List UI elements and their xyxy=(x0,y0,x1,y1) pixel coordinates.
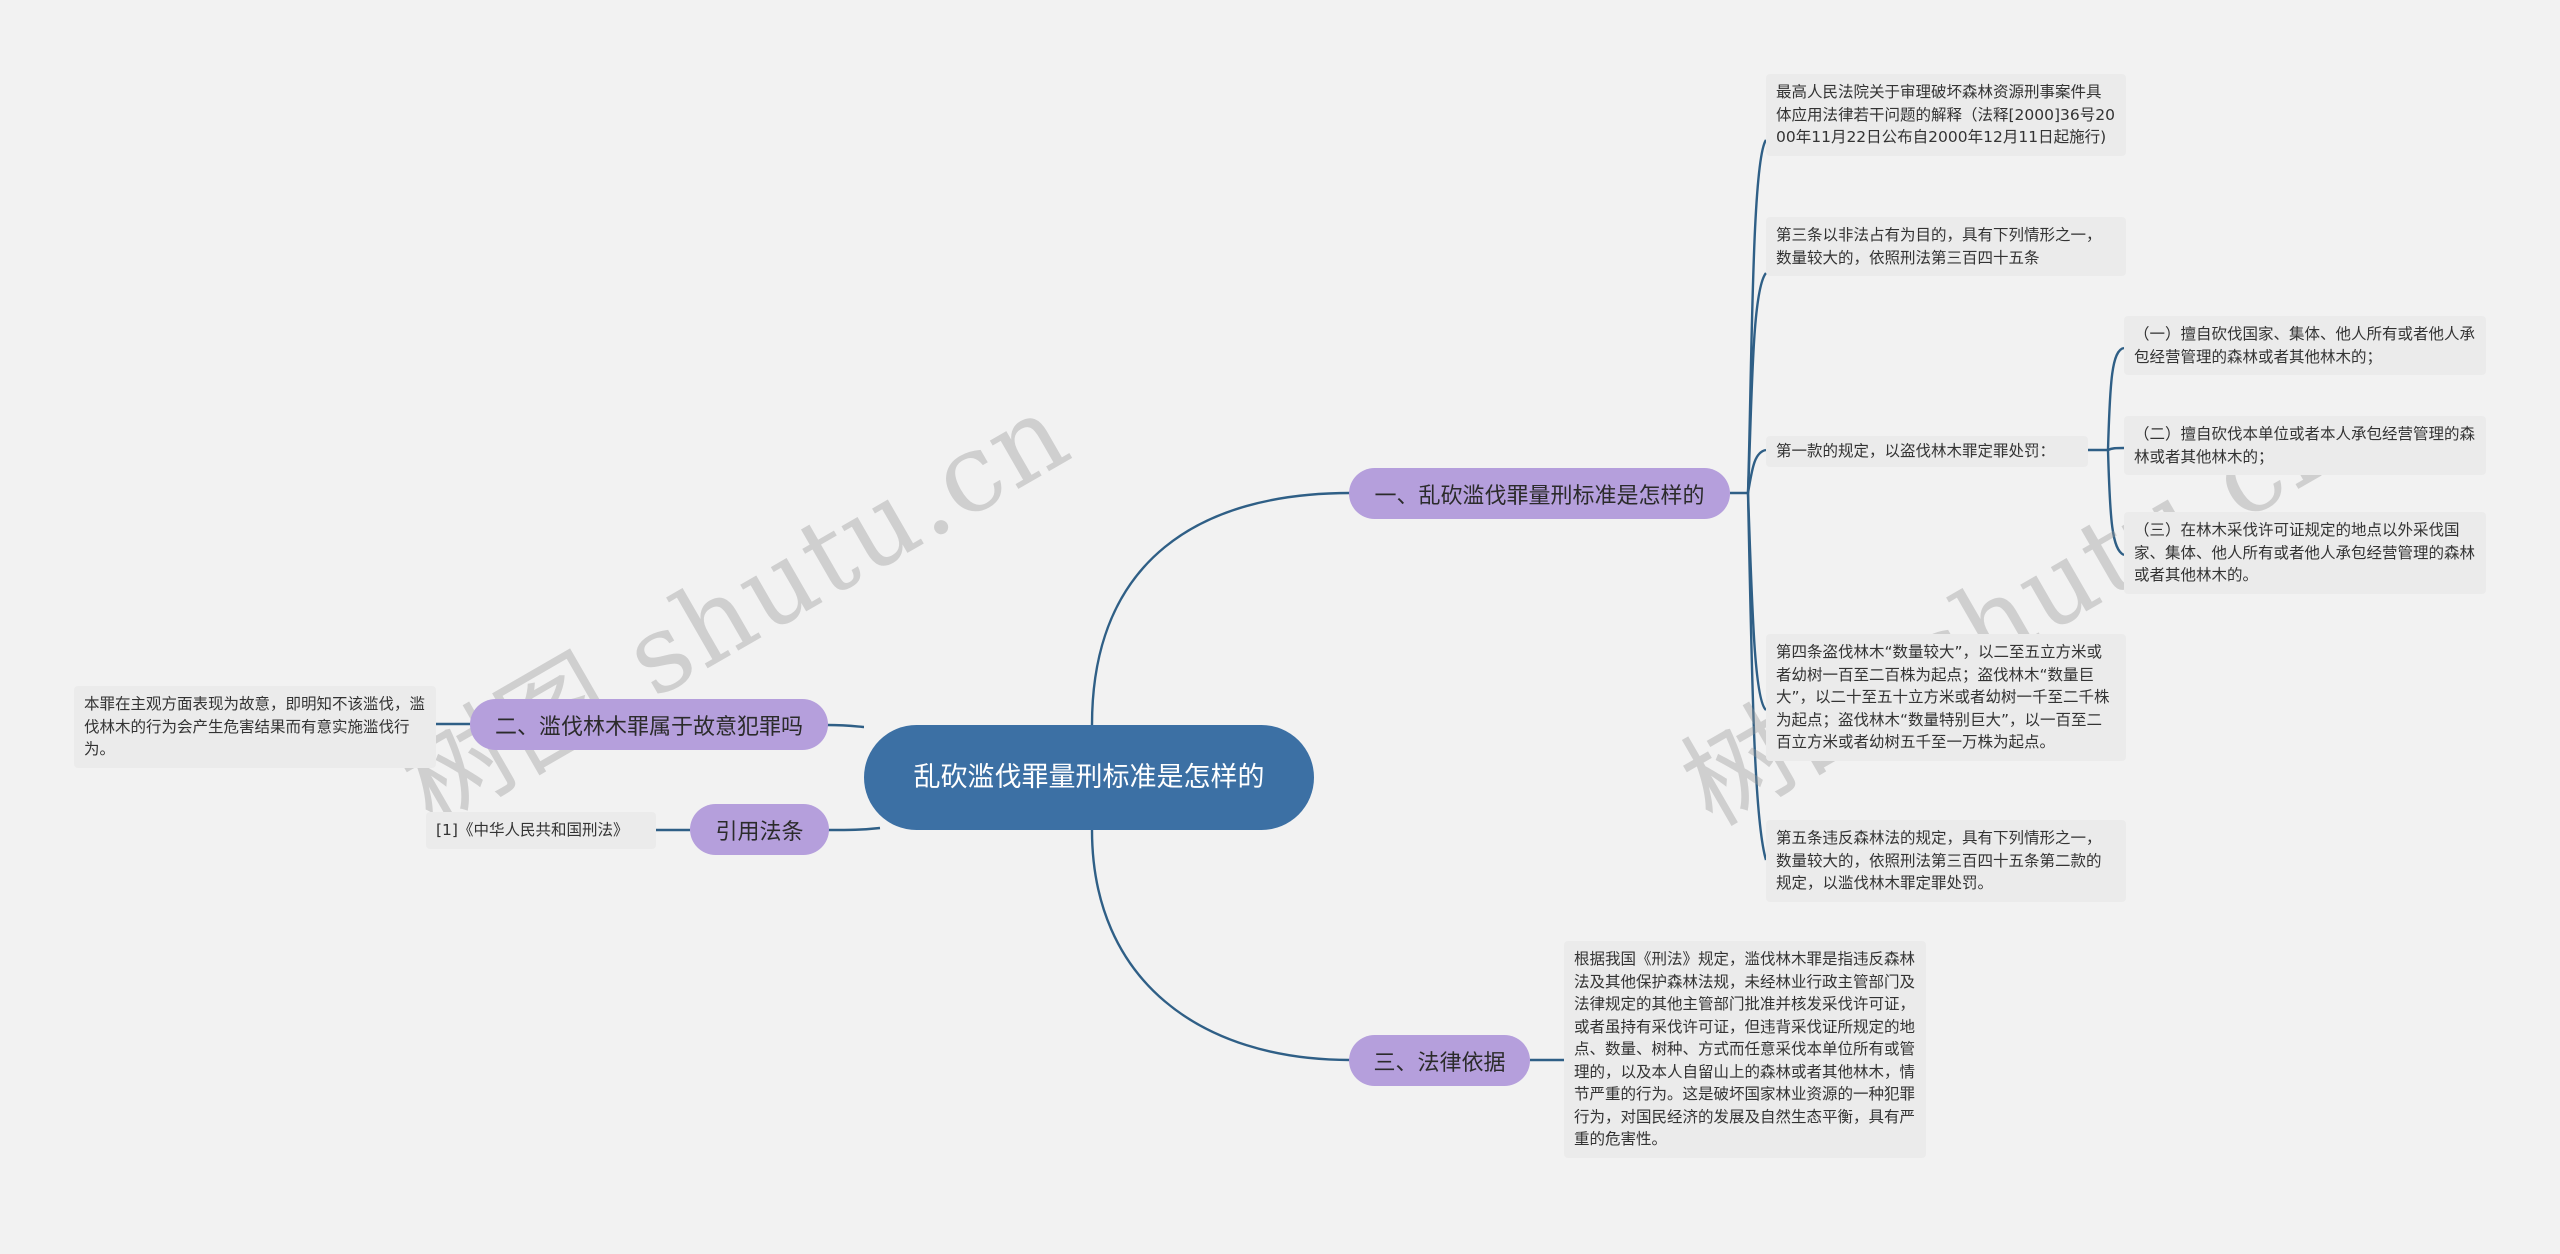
link-root-b1 xyxy=(1090,491,1351,726)
link-clause1-c2 xyxy=(2107,446,2125,452)
leaf-clause-1-item-3[interactable]: （三）在林木采伐许可证规定的地点以外采伐国家、集体、他人所有或者他人承包经营管理… xyxy=(2124,512,2486,594)
leaf-intentional-explanation[interactable]: 本罪在主观方面表现为故意，即明知不该滥伐，滥伐林木的行为会产生危害结果而有意实施… xyxy=(74,686,436,768)
leaf-article-3[interactable]: 第三条以非法占有为目的，具有下列情形之一，数量较大的，依照刑法第三百四十五条 xyxy=(1766,217,2126,276)
link-b1-art3 xyxy=(1746,272,1767,494)
link-b1-clause1 xyxy=(1746,448,1767,494)
link-clause1-c1 xyxy=(2106,346,2125,451)
link-root-b2 xyxy=(826,723,865,729)
link-root-b3 xyxy=(826,826,881,832)
leaf-clause-1-item-1[interactable]: （一）擅自砍伐国家、集体、他人所有或者他人承包经营管理的森林或者其他林木的； xyxy=(2124,316,2486,375)
leaf-article-4[interactable]: 第四条盗伐林木“数量较大”，以二至五立方米或者幼树一百至二百株为起点；盗伐林木“… xyxy=(1766,634,2126,761)
leaf-criminal-law-citation[interactable]: [1]《中华人民共和国刑法》 xyxy=(426,812,656,849)
leaf-article-5[interactable]: 第五条违反森林法的规定，具有下列情形之一，数量较大的，依照刑法第三百四十五条第二… xyxy=(1766,820,2126,902)
link-root-b4 xyxy=(1090,829,1351,1062)
branch-intentional-crime[interactable]: 二、滥伐林木罪属于故意犯罪吗 xyxy=(470,699,828,750)
link-b1-art5 xyxy=(1746,492,1768,861)
leaf-clause-1[interactable]: 第一款的规定，以盗伐林木罪定罪处罚： xyxy=(1766,436,2088,467)
leaf-clause-1-item-2[interactable]: （二）擅自砍伐本单位或者本人承包经营管理的森林或者其他林木的； xyxy=(2124,416,2486,475)
branch-legal-basis[interactable]: 三、法律依据 xyxy=(1349,1035,1530,1086)
branch-sentencing-standard[interactable]: 一、乱砍滥伐罪量刑标准是怎样的 xyxy=(1349,468,1730,519)
link-clause1-c3 xyxy=(2106,449,2125,557)
leaf-judicial-interpretation[interactable]: 最高人民法院关于审理破坏森林资源刑事案件具体应用法律若干问题的解释（法释[200… xyxy=(1766,74,2126,156)
branch-cited-law[interactable]: 引用法条 xyxy=(690,804,829,855)
root-topic[interactable]: 乱砍滥伐罪量刑标准是怎样的 xyxy=(864,725,1314,830)
leaf-legal-basis-text[interactable]: 根据我国《刑法》规定，滥伐林木罪是指违反森林法及其他保护森林法规，未经林业行政主… xyxy=(1564,941,1926,1158)
